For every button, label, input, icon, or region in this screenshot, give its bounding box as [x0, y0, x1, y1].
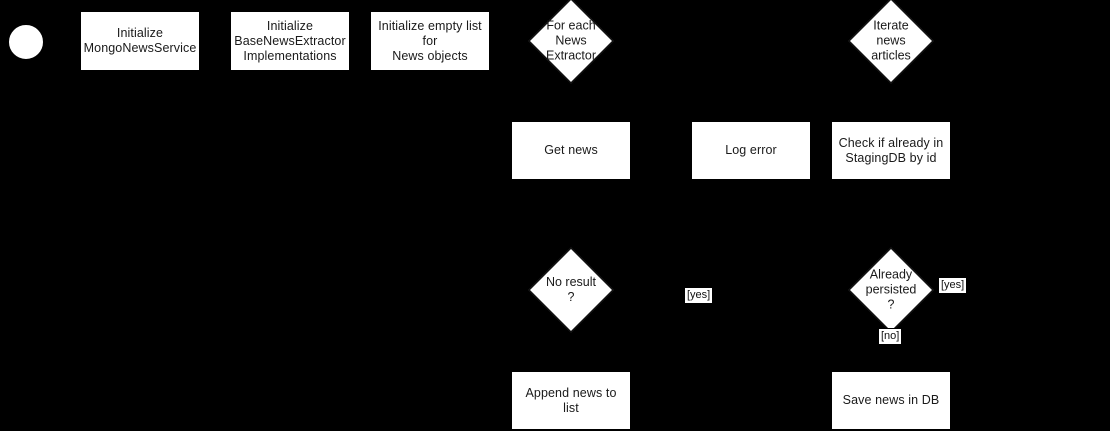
start-node[interactable]	[8, 24, 44, 60]
node-append-news-to-list[interactable]: Append news to list	[511, 371, 631, 430]
decision-for-each-news-extractor[interactable]: For each News Extractor	[528, 0, 614, 84]
node-label: Initialize MongoNewsService	[83, 26, 197, 55]
node-initialize-basenewsextractor-implementations[interactable]: Initialize BaseNewsExtractor Implementat…	[230, 11, 350, 71]
edge-label-no-result-yes: [yes]	[684, 287, 714, 304]
node-initialize-empty-list[interactable]: Initialize empty list for News objects	[370, 11, 490, 71]
decision-label: Iterate news articles	[871, 18, 911, 63]
node-label: Initialize empty list for News objects	[378, 18, 482, 63]
node-label: Save news in DB	[842, 393, 940, 407]
decision-already-persisted[interactable]: Already persisted ?	[848, 247, 934, 333]
node-label: Initialize BaseNewsExtractor Implementat…	[234, 18, 346, 63]
node-get-news[interactable]: Get news	[511, 121, 631, 180]
decision-iterate-news-articles[interactable]: Iterate news articles	[848, 0, 934, 84]
node-save-news-in-db[interactable]: Save news in DB	[831, 371, 951, 430]
decision-label: No result ?	[545, 275, 597, 304]
node-log-error[interactable]: Log error	[691, 121, 811, 180]
node-check-if-already-in-stagingdb[interactable]: Check if already in StagingDB by id	[831, 121, 951, 180]
decision-label: For each News Extractor	[545, 18, 596, 63]
decision-label: Already persisted ?	[865, 267, 917, 312]
node-label: Get news	[544, 143, 598, 157]
edge-label-already-persisted-yes: [yes]	[938, 277, 968, 294]
node-initialize-mongonewsservice[interactable]: Initialize MongoNewsService	[80, 11, 200, 71]
node-label: Check if already in StagingDB by id	[838, 135, 944, 165]
edge-label-already-persisted-no: [no]	[878, 328, 903, 345]
node-label: Log error	[725, 143, 777, 157]
decision-no-result[interactable]: No result ?	[528, 247, 614, 333]
node-label: Append news to list	[525, 385, 617, 415]
